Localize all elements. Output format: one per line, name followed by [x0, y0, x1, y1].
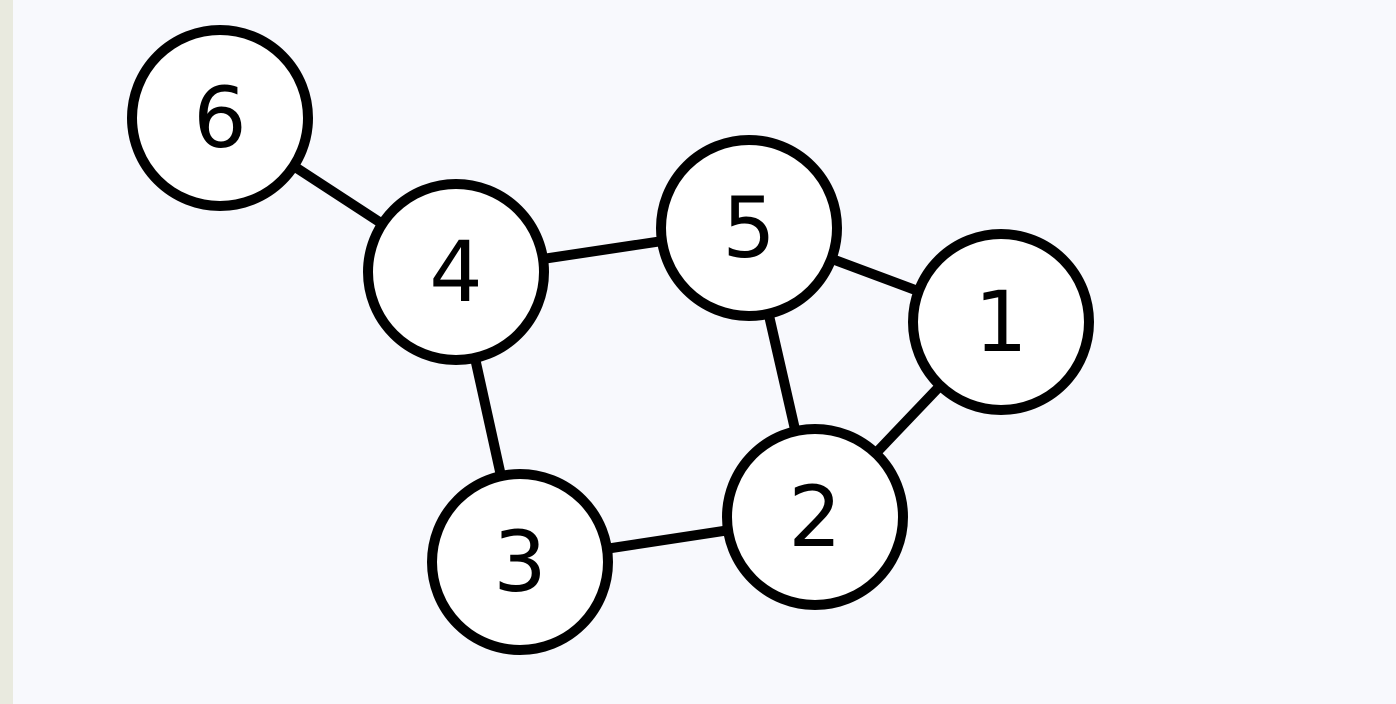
- node-label-1: 1: [974, 273, 1027, 371]
- node-circle-4: [363, 179, 549, 365]
- node-label-6: 6: [193, 69, 246, 167]
- node-3: 3: [427, 469, 613, 655]
- node-1: 1: [908, 229, 1094, 415]
- node-circle-6: [127, 25, 313, 211]
- node-label-4: 4: [429, 223, 482, 321]
- node-label-2: 2: [788, 468, 841, 566]
- node-circle-3: [427, 469, 613, 655]
- node-label-3: 3: [493, 513, 546, 611]
- nodes-layer: 1 2 3 4 5 6: [127, 25, 1094, 655]
- left-edge-strip: [0, 0, 13, 704]
- node-circle-5: [656, 135, 842, 321]
- node-label-5: 5: [722, 179, 775, 277]
- node-circle-2: [722, 424, 908, 610]
- node-5: 5: [656, 135, 842, 321]
- node-2: 2: [722, 424, 908, 610]
- node-6: 6: [127, 25, 313, 211]
- node-circle-1: [908, 229, 1094, 415]
- node-4: 4: [363, 179, 549, 365]
